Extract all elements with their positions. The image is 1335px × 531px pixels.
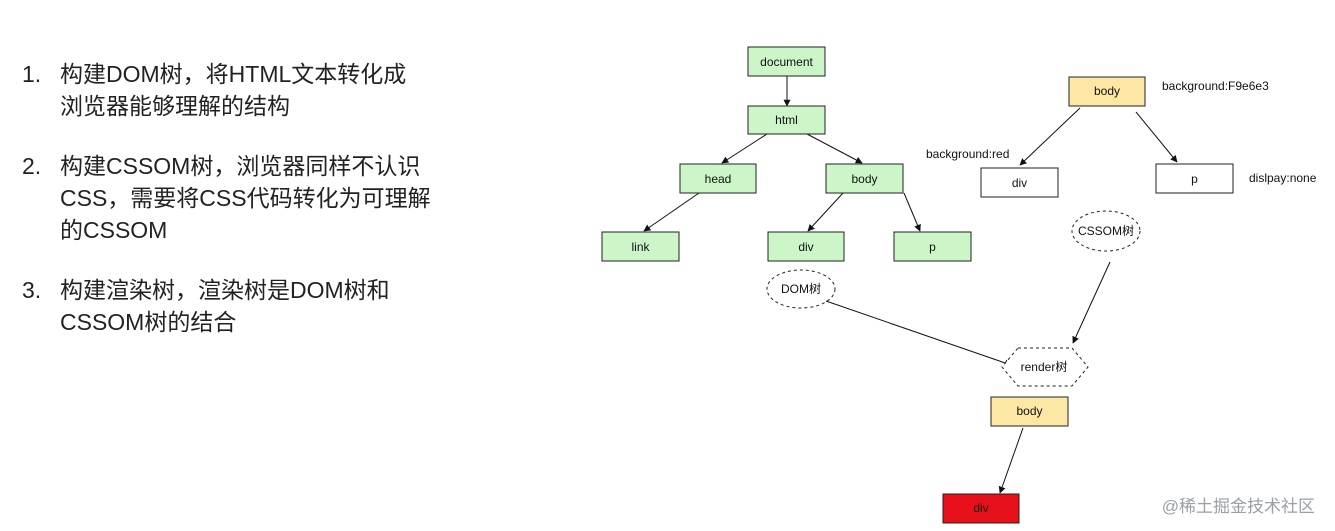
cssom-div-style: background:red: [926, 147, 1009, 161]
step-number: 2.: [22, 153, 42, 179]
step-1: 1. 构建DOM树，将HTML文本转化成 浏览器能够理解的结构: [22, 58, 492, 122]
cssom-tree-edges: [1019, 107, 1178, 166]
cssom-tree-label-text: CSSOM树: [1078, 223, 1134, 238]
edge-html-head: [721, 133, 768, 164]
render-tree-label-text: render树: [1021, 359, 1068, 374]
dom-tree-label-text: DOM树: [781, 281, 821, 296]
node-label: div: [973, 501, 988, 515]
edge-cssom-to-render: [1072, 261, 1111, 344]
edge-body-div: [807, 192, 844, 232]
step-line: 构建DOM树，将HTML文本转化成: [60, 61, 407, 87]
steps-list: 1. 构建DOM树，将HTML文本转化成 浏览器能够理解的结构 2. 构建CSS…: [22, 58, 492, 338]
edge-cssom-body-div: [1019, 107, 1081, 166]
step-number: 3.: [22, 277, 42, 303]
cssom-tree-label: CSSOM树: [1071, 210, 1141, 252]
node-label: body: [1094, 84, 1120, 98]
node-label: head: [705, 172, 732, 186]
dom-node-div: div: [767, 231, 845, 262]
edge-body-p: [903, 192, 921, 232]
dom-node-link: link: [601, 231, 680, 262]
render-node-div: div: [942, 493, 1020, 524]
step-3: 3. 构建渲染树，渲染树是DOM树和 CSSOM树的结合: [22, 274, 492, 338]
source-watermark: @稀土掘金技术社区: [1161, 497, 1315, 516]
node-label: p: [1191, 172, 1198, 186]
dom-node-head: head: [679, 163, 757, 194]
dom-node-document: document: [747, 46, 826, 77]
cssom-node-body: body: [1068, 76, 1146, 107]
step-line: CSSOM树的结合: [60, 309, 237, 335]
step-line: 的CSSOM: [60, 217, 168, 243]
render-tree-label: render树: [1001, 347, 1089, 387]
merge-edges: [825, 261, 1111, 367]
dom-tree-edges: [643, 76, 921, 232]
step-line: 构建渲染树，渲染树是DOM树和: [60, 277, 390, 303]
step-2: 2. 构建CSSOM树，浏览器同样不认识 CSS，需要将CSS代码转化为可理解 …: [22, 150, 492, 246]
cssom-p-style: dislpay:none: [1249, 171, 1317, 185]
cssom-node-div: div: [980, 167, 1059, 198]
node-label: html: [775, 113, 798, 127]
node-label: document: [760, 55, 813, 69]
dom-tree-label: DOM树: [766, 269, 836, 309]
node-label: link: [631, 240, 650, 254]
edge-cssom-body-p: [1135, 111, 1178, 163]
step-number: 1.: [22, 61, 42, 87]
edge-dom-to-render: [825, 300, 1012, 367]
edge-html-body: [806, 133, 863, 164]
node-label: div: [798, 240, 813, 254]
node-label: p: [929, 240, 936, 254]
node-label: body: [851, 172, 877, 186]
edge-render-body-div: [998, 427, 1024, 494]
edge-head-link: [643, 192, 700, 232]
render-node-body: body: [990, 396, 1069, 427]
step-line: 构建CSSOM树，浏览器同样不认识: [60, 153, 421, 179]
dom-node-body: body: [825, 163, 904, 194]
dom-node-html: html: [747, 105, 826, 135]
node-label: body: [1016, 404, 1042, 418]
step-line: CSS，需要将CSS代码转化为可理解: [60, 185, 431, 211]
dom-node-p: p: [893, 231, 972, 262]
cssom-node-p: p: [1155, 163, 1234, 194]
cssom-body-style: background:F9e6e3: [1162, 79, 1269, 93]
step-line: 浏览器能够理解的结构: [60, 93, 290, 119]
node-label: div: [1012, 176, 1027, 190]
